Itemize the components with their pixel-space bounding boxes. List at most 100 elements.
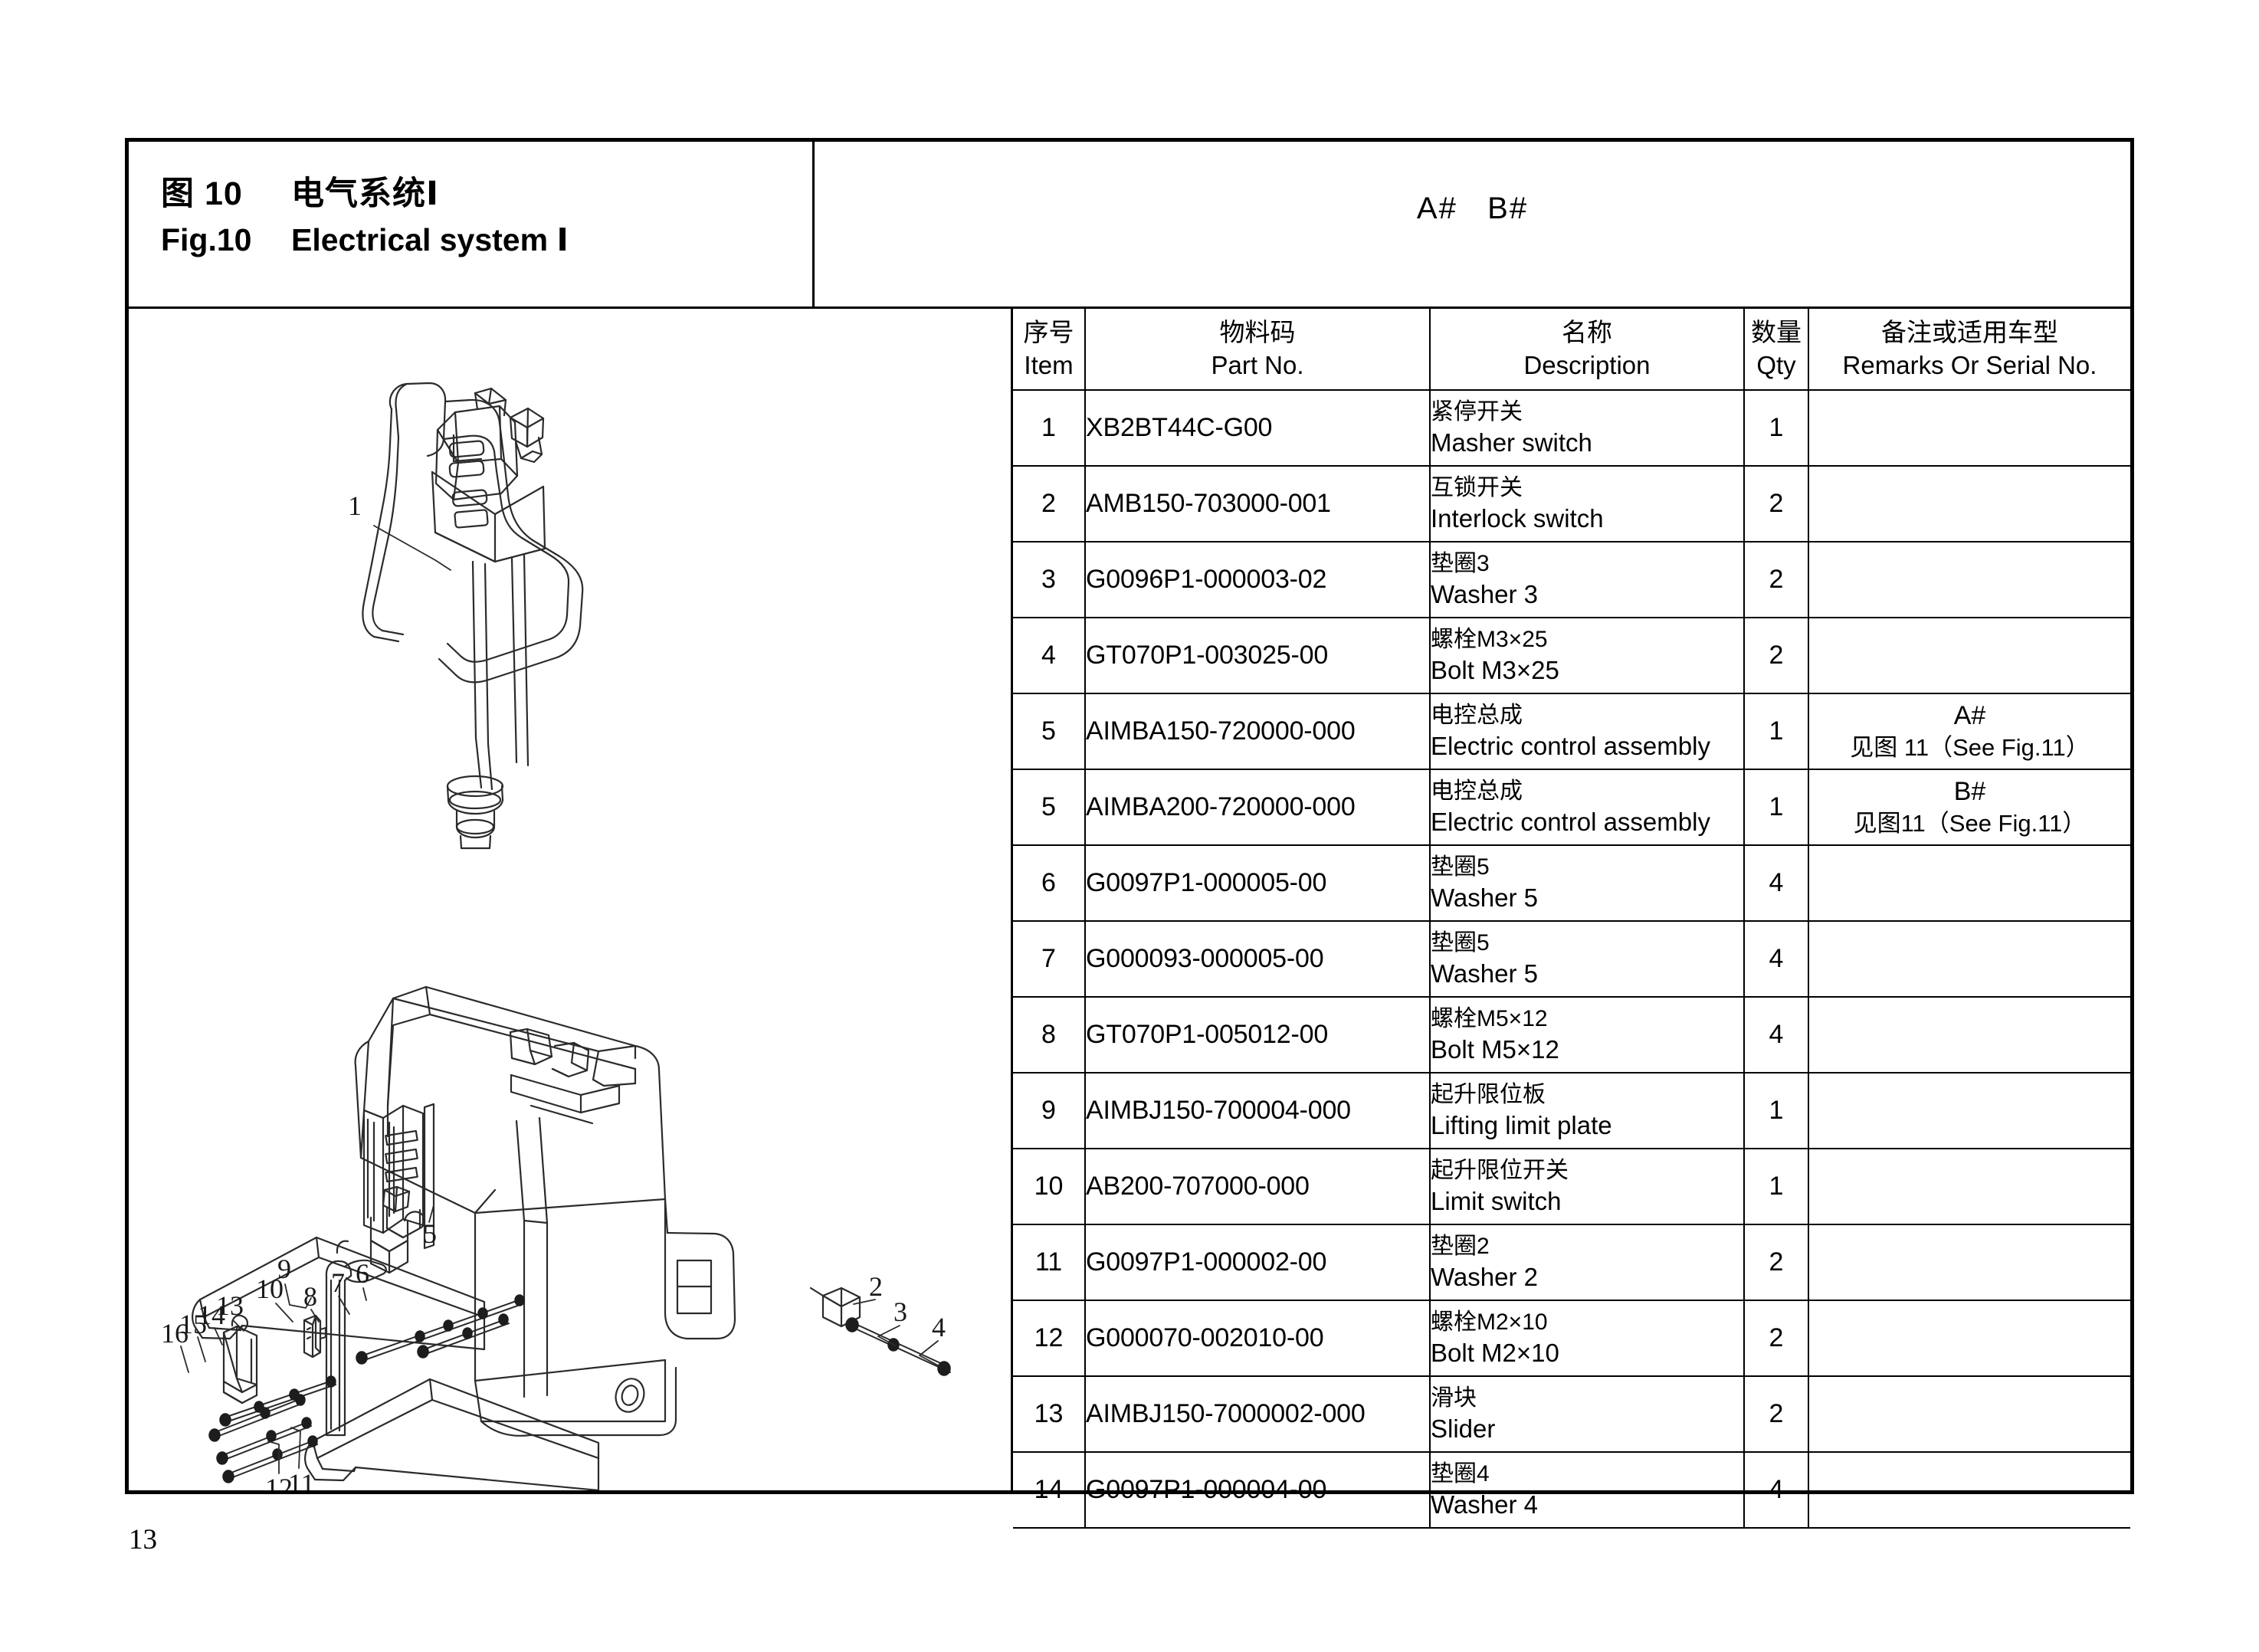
cell-part-no: AIMBA150-720000-000 [1085, 693, 1431, 770]
figure-title-cn: 图 10 电气系统Ⅰ [161, 171, 812, 218]
cell-qty: 2 [1744, 466, 1809, 542]
callout-14: 14 [198, 1300, 225, 1330]
cell-part-no: XB2BT44C-G00 [1085, 390, 1431, 467]
figure-title-en: Fig.10 Electrical system Ⅰ [161, 218, 812, 262]
figure-name-cn: 电气系统Ⅰ [291, 175, 439, 212]
description-cn: 紧停开关 [1431, 398, 1523, 424]
parts-table: 序号 Item 物料码 Part No. 名称 Description [1013, 309, 2130, 1529]
figure-label-en: Fig.10 [161, 222, 252, 258]
description-cn: 螺栓M3×25 [1431, 626, 1548, 652]
callout-16: 16 [161, 1318, 189, 1349]
header-item: 序号 Item [1013, 309, 1086, 391]
cell-description: 电控总成 Electric control assembly [1430, 769, 1745, 846]
callout-7: 7 [331, 1267, 345, 1298]
cell-remarks [1808, 997, 2130, 1073]
description-en: Washer 5 [1431, 959, 1538, 988]
cell-remarks [1808, 390, 2130, 467]
description-en: Bolt M5×12 [1431, 1034, 1559, 1064]
page-frame: 图 10 电气系统Ⅰ Fig.10 Electrical system Ⅰ A#… [125, 138, 2134, 1529]
callout-5: 5 [423, 1218, 437, 1249]
cell-qty: 4 [1744, 921, 1809, 998]
forks [192, 1236, 600, 1490]
description-en: Washer 3 [1431, 579, 1538, 608]
header-remarks-en: Remarks Or Serial No. [1842, 350, 2097, 379]
variant-codes: A# B# [1416, 192, 1529, 225]
cell-part-no: AIMBJ150-7000002-000 [1085, 1376, 1431, 1453]
chassis-base [474, 1359, 677, 1437]
cell-part-no: GT070P1-003025-00 [1085, 618, 1431, 694]
cell-qty: 2 [1744, 618, 1809, 694]
stacker-drawing [180, 382, 951, 1490]
callout-3: 3 [893, 1296, 907, 1327]
cell-qty: 2 [1744, 1224, 1809, 1301]
electric-control-assembly [362, 1103, 435, 1274]
tiller-arm [471, 553, 530, 791]
remark-reference: 见图11（See Fig.11） [1853, 810, 2087, 837]
callout-1: 1 [348, 490, 362, 521]
cell-remarks: A#见图 11（See Fig.11） [1808, 693, 2130, 770]
cell-part-no: AIMBA200-720000-000 [1085, 769, 1431, 846]
interlock-switch-group [809, 1287, 861, 1328]
cell-remarks [1808, 1224, 2130, 1301]
description-cn: 垫圈5 [1431, 929, 1490, 955]
description-en: Electric control assembly [1431, 807, 1710, 836]
header-qty: 数量 Qty [1744, 309, 1809, 391]
callout-9: 9 [277, 1254, 291, 1284]
description-en: Bolt M2×10 [1431, 1338, 1559, 1367]
cell-remarks [1808, 1149, 2130, 1225]
header-remarks: 备注或适用车型 Remarks Or Serial No. [1808, 309, 2130, 391]
header-part-no-en: Part No. [1211, 350, 1304, 379]
description-en: Electric control assembly [1431, 731, 1710, 760]
cell-item: 6 [1013, 845, 1086, 922]
callout-8: 8 [303, 1281, 317, 1312]
cell-item: 11 [1013, 1224, 1086, 1301]
control-head [431, 387, 546, 563]
machine-body [354, 985, 736, 1398]
page-number: 13 [129, 1524, 157, 1555]
description-cn: 起升限位板 [1431, 1081, 1546, 1107]
header-qty-en: Qty [1756, 350, 1796, 379]
callout-12: 12 [265, 1473, 293, 1490]
cell-remarks: B#见图11（See Fig.11） [1808, 769, 2130, 846]
cell-qty: 2 [1744, 542, 1809, 618]
tiller-handle [362, 382, 584, 683]
header-item-cn: 序号 [1023, 318, 1074, 347]
description-cn: 互锁开关 [1431, 474, 1523, 500]
description-cn: 电控总成 [1431, 702, 1523, 728]
header-item-en: Item [1024, 350, 1074, 379]
cell-part-no: G0097P1-000005-00 [1085, 845, 1431, 922]
header-part-no: 物料码 Part No. [1085, 309, 1431, 391]
figure-label-cn: 图 10 [161, 175, 243, 212]
remark-variant: A# [1953, 701, 1986, 731]
parts-table-area: 序号 Item 物料码 Part No. 名称 Description [1013, 309, 2130, 1529]
description-cn: 电控总成 [1431, 778, 1523, 804]
header-description-cn: 名称 [1562, 318, 1612, 347]
cell-remarks [1808, 1376, 2130, 1453]
header-description-en: Description [1523, 350, 1651, 379]
cell-part-no: G000070-002010-00 [1085, 1300, 1431, 1377]
cell-part-no: AB200-707000-000 [1085, 1149, 1431, 1225]
cell-item: 10 [1013, 1149, 1086, 1225]
callout-13: 13 [216, 1290, 244, 1321]
description-cn: 垫圈5 [1431, 854, 1490, 880]
cell-qty: 1 [1744, 390, 1809, 467]
description-cn: 滑块 [1431, 1385, 1477, 1411]
description-en: Limit switch [1431, 1186, 1562, 1215]
